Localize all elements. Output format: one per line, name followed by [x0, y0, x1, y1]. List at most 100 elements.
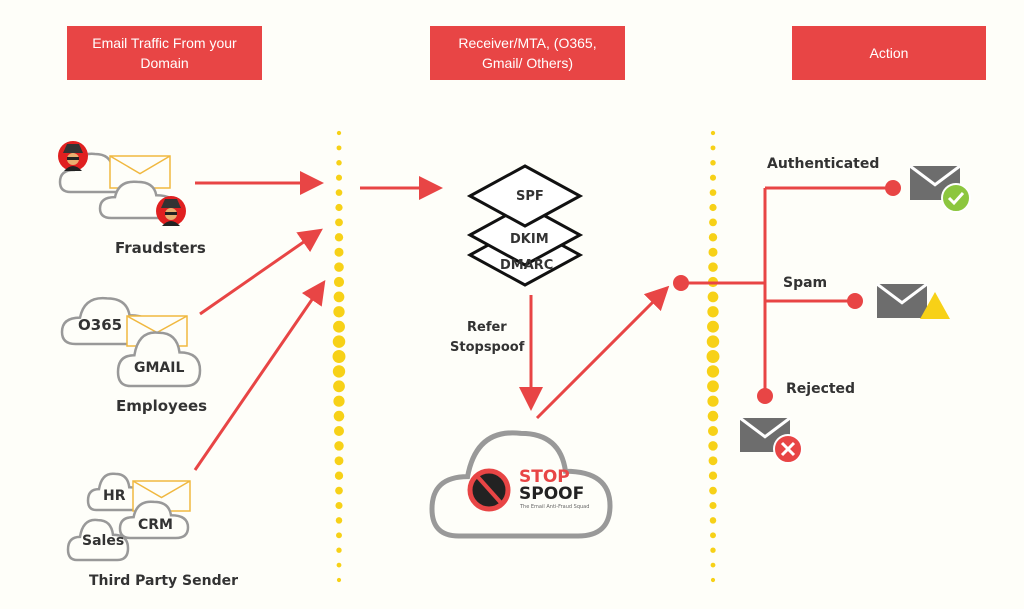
- label-third-party: Third Party Sender: [89, 573, 239, 589]
- gmail-cloud: [116, 331, 202, 388]
- fraudster-avatar-2-body: [162, 221, 180, 226]
- refer-line-1: Refer: [467, 320, 507, 335]
- authenticated-mail-icon-flap: [909, 164, 961, 187]
- divider-dot: [336, 562, 342, 568]
- label-fraudsters: Fraudsters: [115, 239, 206, 257]
- divider-dot: [333, 410, 345, 422]
- header-source: Email Traffic From your Domain: [67, 26, 262, 80]
- divider-dot: [336, 532, 342, 539]
- divider-dot: [333, 380, 345, 393]
- arrow-stopspoof-result: [535, 285, 670, 420]
- label-hr: HR: [103, 488, 126, 504]
- check-mark: [947, 191, 965, 206]
- fraudster-envelope-flap: [109, 155, 171, 175]
- divider-dot: [335, 517, 343, 524]
- divider-dot: [333, 395, 345, 407]
- divider-dot: [710, 547, 716, 553]
- sales-cloud: [66, 518, 130, 562]
- divider-dot: [333, 320, 345, 333]
- stopspoof-cloud: [429, 430, 613, 539]
- header-receiver: Receiver/MTA, (O365, Gmail/ Others): [430, 26, 625, 80]
- refer-line-2: Stopspoof: [450, 340, 525, 355]
- fraudster-avatar-2-mask: [165, 212, 177, 215]
- divider-dot: [707, 306, 719, 318]
- divider-dot: [332, 350, 346, 363]
- label-rejected: Rejected: [786, 381, 856, 397]
- junction-dot: [757, 388, 773, 404]
- check-dmarc: DMARC: [500, 258, 554, 273]
- divider-dot: [332, 365, 346, 378]
- divider-dot: [708, 456, 718, 466]
- divider-dot: [336, 130, 342, 136]
- divider-dot: [710, 130, 716, 136]
- divider-dot: [333, 425, 345, 437]
- junction-dot: [847, 293, 863, 309]
- label-spam: Spam: [783, 275, 828, 291]
- divider-dot: [336, 547, 342, 553]
- label-crm: CRM: [138, 517, 173, 533]
- divider-dot: [333, 306, 345, 318]
- divider-dot: [334, 441, 344, 451]
- divider-dot: [710, 577, 716, 583]
- reject-x: [780, 441, 796, 457]
- divider-dot: [334, 233, 344, 242]
- rejected-mail-icon-flap: [739, 416, 791, 439]
- crm-cloud: [118, 500, 190, 540]
- arrow-third-party: [193, 280, 326, 471]
- logo-tagline: The Email Anti-Fraud Squad: [520, 504, 590, 510]
- divider-dot: [710, 562, 716, 568]
- divider-dot: [335, 203, 343, 212]
- divider-dot: [710, 160, 716, 166]
- divider-dot: [709, 517, 717, 524]
- label-o365: O365: [78, 316, 123, 334]
- check-spf: SPF: [516, 189, 544, 204]
- divider-dot: [336, 577, 342, 583]
- divider-dot: [335, 218, 343, 227]
- divider-dot: [333, 291, 345, 303]
- divider-dot: [707, 291, 719, 303]
- divider-dot: [708, 441, 718, 451]
- divider-dot: [706, 350, 720, 363]
- divider-dot: [709, 501, 717, 510]
- divider-dot: [706, 335, 720, 348]
- divider-dot: [333, 276, 345, 288]
- divider-dot: [707, 410, 719, 422]
- divider-dot: [334, 247, 344, 257]
- check-dkim: DKIM: [510, 232, 549, 247]
- check-icon: [941, 183, 971, 213]
- arrow-employees: [199, 228, 323, 316]
- spam-mail-icon-flap: [876, 282, 928, 305]
- divider-dot: [708, 262, 718, 272]
- divider-dot: [334, 456, 344, 466]
- fraudster-avatar-1-hat: [63, 144, 83, 153]
- divider-dot: [709, 189, 717, 196]
- divider-dot: [336, 145, 342, 151]
- logo-spoof: SPOOF: [519, 484, 585, 504]
- divider-dot: [706, 365, 720, 378]
- header-action: Action: [792, 26, 986, 80]
- divider-dot: [710, 532, 716, 539]
- divider-dot: [336, 160, 342, 166]
- divider-dot: [335, 501, 343, 510]
- divider-dot: [334, 471, 344, 480]
- divider-dot: [707, 380, 719, 393]
- divider-dot: [707, 425, 719, 437]
- fraudster-avatar-2-hat: [161, 199, 181, 208]
- divider-dot: [708, 471, 718, 480]
- divider-dot: [335, 174, 343, 181]
- junction-dot: [885, 180, 901, 196]
- layer-spf: [466, 164, 584, 228]
- logo-stop: STOP: [519, 467, 570, 487]
- divider-dot: [335, 486, 343, 495]
- fraudster-avatar-1-body: [64, 166, 82, 171]
- label-authenticated: Authenticated: [767, 156, 880, 172]
- divider-dot: [709, 486, 717, 495]
- fraudster-avatar-1-mask: [67, 157, 79, 160]
- divider-dot: [708, 233, 718, 242]
- divider-dot: [709, 203, 717, 212]
- divider-dot: [335, 189, 343, 196]
- stopspoof-logo-slash: [475, 474, 504, 506]
- label-gmail: GMAIL: [134, 360, 185, 376]
